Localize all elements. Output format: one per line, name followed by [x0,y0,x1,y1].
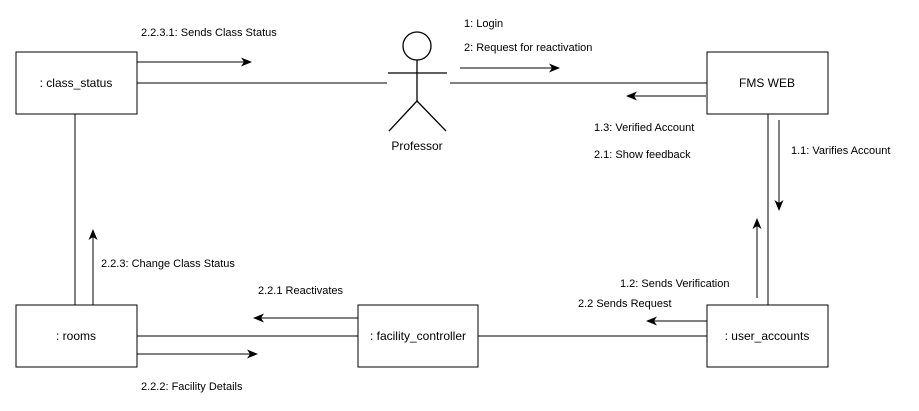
class-status-object[interactable]: : class_status [15,51,138,115]
message-arrows [88,57,784,359]
msg-sends-class-status: 2.2.3.1: Sends Class Status [141,27,277,39]
arrow-head-right-icon [247,349,258,359]
arrow-head-down-icon [774,200,784,211]
fms-web-label: FMS WEB [739,76,795,90]
arrow-head-up-icon [88,229,98,240]
actor-left-leg [388,100,418,132]
rooms-object[interactable]: : rooms [15,304,138,368]
msg-request-reactivation: 2: Request for reactivation [464,42,592,54]
msg-verified-account: 1.3: Verified Account [594,122,694,134]
msg-change-class-status: 2.2.3: Change Class Status [101,258,235,270]
msg-varifies-account: 1.1: Varifies Account [791,145,890,157]
msg-sends-request: 2.2 Sends Request [578,298,672,310]
arrow-head-left-icon [253,313,264,323]
facility-controller-label: : facility_controller [370,329,466,343]
facility-controller-object[interactable]: : facility_controller [357,304,479,368]
msg-login: 1: Login [464,18,503,30]
rooms-label: : rooms [56,329,96,343]
professor-label: Professor [391,139,442,153]
actor-right-leg [416,100,447,132]
arrow-head-right-icon [241,57,252,67]
user-accounts-object[interactable]: : user_accounts [706,304,829,368]
class-status-label: : class_status [40,76,113,90]
arrow-head-left-icon [626,91,637,101]
links [74,82,769,337]
message-labels: 2.2.3.1: Sends Class Status 1: Login 2: … [101,18,890,393]
msg-show-feedback: 2.1: Show feedback [594,149,691,161]
arrow-head-up-icon [752,218,762,229]
msg-facility-details: 2.2.2: Facility Details [141,381,243,393]
arrow-head-right-icon [549,63,560,73]
arrow-head-left-icon [646,316,657,326]
professor-actor[interactable]: Professor [388,31,447,153]
msg-reactivates: 2.2.1 Reactivates [258,285,343,297]
fms-web-object[interactable]: FMS WEB [706,51,829,115]
actor-head-icon [402,31,432,61]
msg-sends-verification: 1.2: Sends Verification [620,278,729,290]
user-accounts-label: : user_accounts [725,329,810,343]
